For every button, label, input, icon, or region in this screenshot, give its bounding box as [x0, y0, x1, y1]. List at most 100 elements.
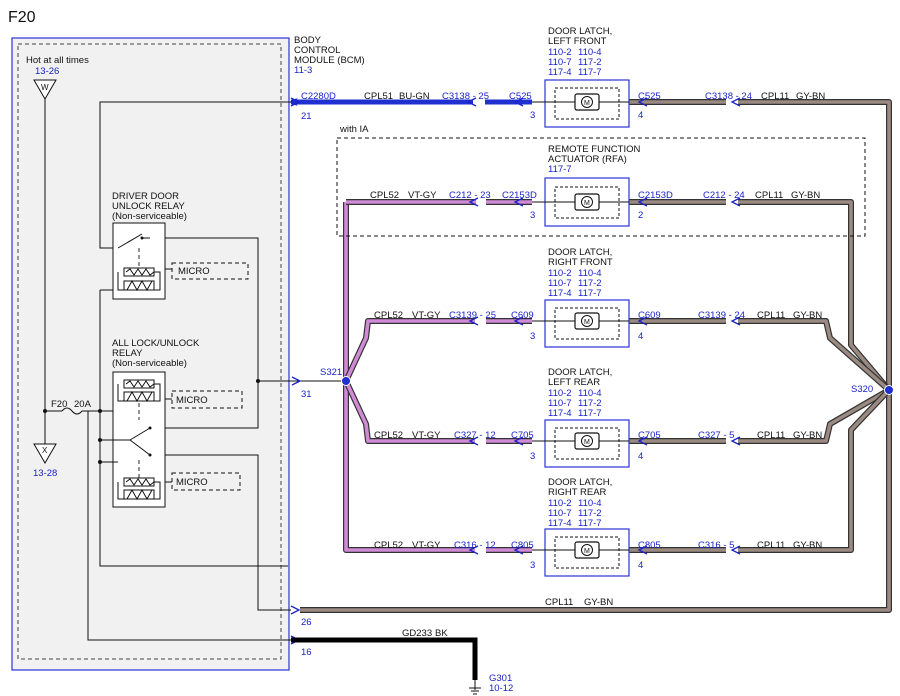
svg-text:C525: C525	[509, 91, 532, 102]
svg-text:4: 4	[638, 451, 643, 462]
svg-text:C609: C609	[511, 310, 534, 321]
svg-text:2: 2	[638, 210, 643, 221]
component-door-latch-right-rear: DOOR LATCH, RIGHT REAR 110-2 110-4 110-7…	[454, 477, 734, 577]
svg-text:C3138 - 25: C3138 - 25	[442, 91, 489, 102]
svg-text:4: 4	[638, 110, 643, 121]
svg-text:110-7: 110-7	[548, 278, 572, 289]
connector-c2280d[interactable]: C2280D	[301, 91, 336, 102]
wire-gd233	[291, 637, 481, 695]
svg-text:110-4: 110-4	[578, 498, 602, 509]
with-ia-label: with IA	[339, 124, 369, 135]
svg-text:RIGHT FRONT: RIGHT FRONT	[548, 257, 613, 268]
svg-text:C212 - 24: C212 - 24	[703, 190, 745, 201]
ground-g301[interactable]: G301	[489, 673, 512, 684]
hot-input-symbol: W	[33, 79, 57, 100]
component-door-latch-left-rear: DOOR LATCH, LEFT REAR 110-2 110-4 110-7 …	[454, 367, 734, 468]
all-lock-unlock-relay	[100, 371, 172, 508]
svg-text:C805: C805	[638, 540, 661, 551]
svg-text:3: 3	[530, 210, 535, 221]
svg-text:3: 3	[530, 331, 535, 342]
driver-door-unlock-relay-label: DRIVER DOOR UNLOCK RELAY (Non-serviceabl…	[112, 191, 187, 222]
svg-text:RIGHT REAR: RIGHT REAR	[548, 487, 607, 498]
with-ia-box	[336, 137, 866, 237]
svg-text:CPL52: CPL52	[374, 540, 403, 551]
wire-cpl11-group	[300, 99, 892, 613]
svg-text:117-4: 117-4	[548, 288, 572, 299]
svg-text:MICRO: MICRO	[176, 477, 208, 488]
svg-text:117-2: 117-2	[578, 508, 602, 519]
svg-text:CPL11: CPL11	[761, 91, 789, 102]
fuse-id: F20	[51, 399, 67, 410]
wire-cpl52-group	[292, 199, 532, 553]
svg-text:C2153D: C2153D	[502, 190, 537, 201]
svg-text:MICRO: MICRO	[178, 266, 210, 277]
svg-text:117-4: 117-4	[548, 408, 572, 419]
svg-text:117-7: 117-7	[578, 518, 602, 529]
svg-text:117-7: 117-7	[548, 164, 572, 175]
svg-text:3: 3	[530, 110, 535, 121]
splice-s321[interactable]: S321	[320, 367, 342, 378]
splice-s321-dot	[341, 376, 351, 386]
fuse-symbol	[61, 407, 83, 415]
svg-text:GY-BN: GY-BN	[793, 310, 822, 321]
svg-text:117-7: 117-7	[578, 408, 602, 419]
svg-text:DOOR LATCH,: DOOR LATCH,	[548, 247, 612, 258]
component-door-latch-right-front: DOOR LATCH, RIGHT FRONT 110-2 110-4 110-…	[449, 247, 745, 348]
svg-text:CPL11: CPL11	[757, 310, 785, 321]
label-bu-gn: BU-GN	[399, 91, 430, 102]
svg-text:W: W	[41, 83, 49, 92]
svg-text:CONTROL: CONTROL	[294, 45, 340, 56]
pin-31: 31	[301, 389, 312, 400]
ground-ref[interactable]: 10-12	[489, 683, 513, 694]
svg-text:C3139 - 24: C3139 - 24	[698, 310, 745, 321]
svg-text:GY-BN: GY-BN	[791, 190, 820, 201]
svg-text:VT-GY: VT-GY	[412, 540, 441, 551]
svg-text:(Non-serviceable): (Non-serviceable)	[112, 358, 187, 369]
out-ref-link[interactable]: 13-28	[33, 468, 57, 479]
svg-text:VT-GY: VT-GY	[408, 190, 437, 201]
svg-text:M: M	[584, 200, 590, 207]
pin-16: 16	[301, 647, 312, 658]
svg-text:117-2: 117-2	[578, 57, 602, 68]
svg-text:C705: C705	[511, 430, 534, 441]
svg-text:CPL11: CPL11	[757, 430, 785, 441]
splice-s320[interactable]: S320	[851, 384, 873, 395]
svg-text:X: X	[42, 446, 48, 455]
svg-text:C609: C609	[638, 310, 661, 321]
svg-text:MICRO: MICRO	[176, 395, 208, 406]
svg-text:11-3: 11-3	[294, 65, 312, 76]
svg-text:4: 4	[638, 560, 643, 571]
svg-text:ACTUATOR (RFA): ACTUATOR (RFA)	[548, 154, 627, 165]
svg-text:110-4: 110-4	[578, 47, 602, 58]
svg-text:110-7: 110-7	[548, 508, 572, 519]
svg-text:M: M	[584, 319, 590, 326]
svg-text:MODULE (BCM): MODULE (BCM)	[294, 55, 365, 66]
component-remote-function-actuator: REMOTE FUNCTION ACTUATOR (RFA) 117-7 M C…	[449, 144, 745, 227]
svg-text:C327 - 12: C327 - 12	[454, 430, 496, 441]
pin-21: 21	[301, 111, 312, 122]
label-bk: BK	[435, 628, 448, 639]
bcm-box	[11, 37, 290, 671]
svg-text:CPL52: CPL52	[374, 310, 403, 321]
svg-text:117-7: 117-7	[578, 288, 602, 299]
driver-door-unlock-relay	[112, 222, 172, 300]
svg-text:DOOR LATCH,: DOOR LATCH,	[548, 367, 612, 378]
bcm-inner-border	[17, 43, 282, 660]
svg-text:110-2: 110-2	[548, 498, 572, 509]
svg-text:GY-BN: GY-BN	[793, 430, 822, 441]
svg-text:LEFT FRONT: LEFT FRONT	[548, 36, 607, 47]
svg-text:3: 3	[530, 451, 535, 462]
svg-text:3: 3	[530, 560, 535, 571]
svg-text:C327 - 5: C327 - 5	[698, 430, 734, 441]
svg-text:110-4: 110-4	[578, 268, 602, 279]
splice-s320-dot	[884, 385, 894, 395]
svg-text:C212 - 23: C212 - 23	[449, 190, 491, 201]
hot-ref-link[interactable]: 13-26	[35, 66, 59, 77]
diagram-title: F20	[8, 9, 36, 26]
cpl11-arrows	[290, 97, 741, 645]
svg-text:117-4: 117-4	[548, 67, 572, 78]
micro-box-3: MICRO	[171, 472, 241, 491]
svg-text:VT-GY: VT-GY	[412, 430, 441, 441]
svg-text:M: M	[584, 100, 590, 107]
svg-text:4: 4	[638, 331, 643, 342]
